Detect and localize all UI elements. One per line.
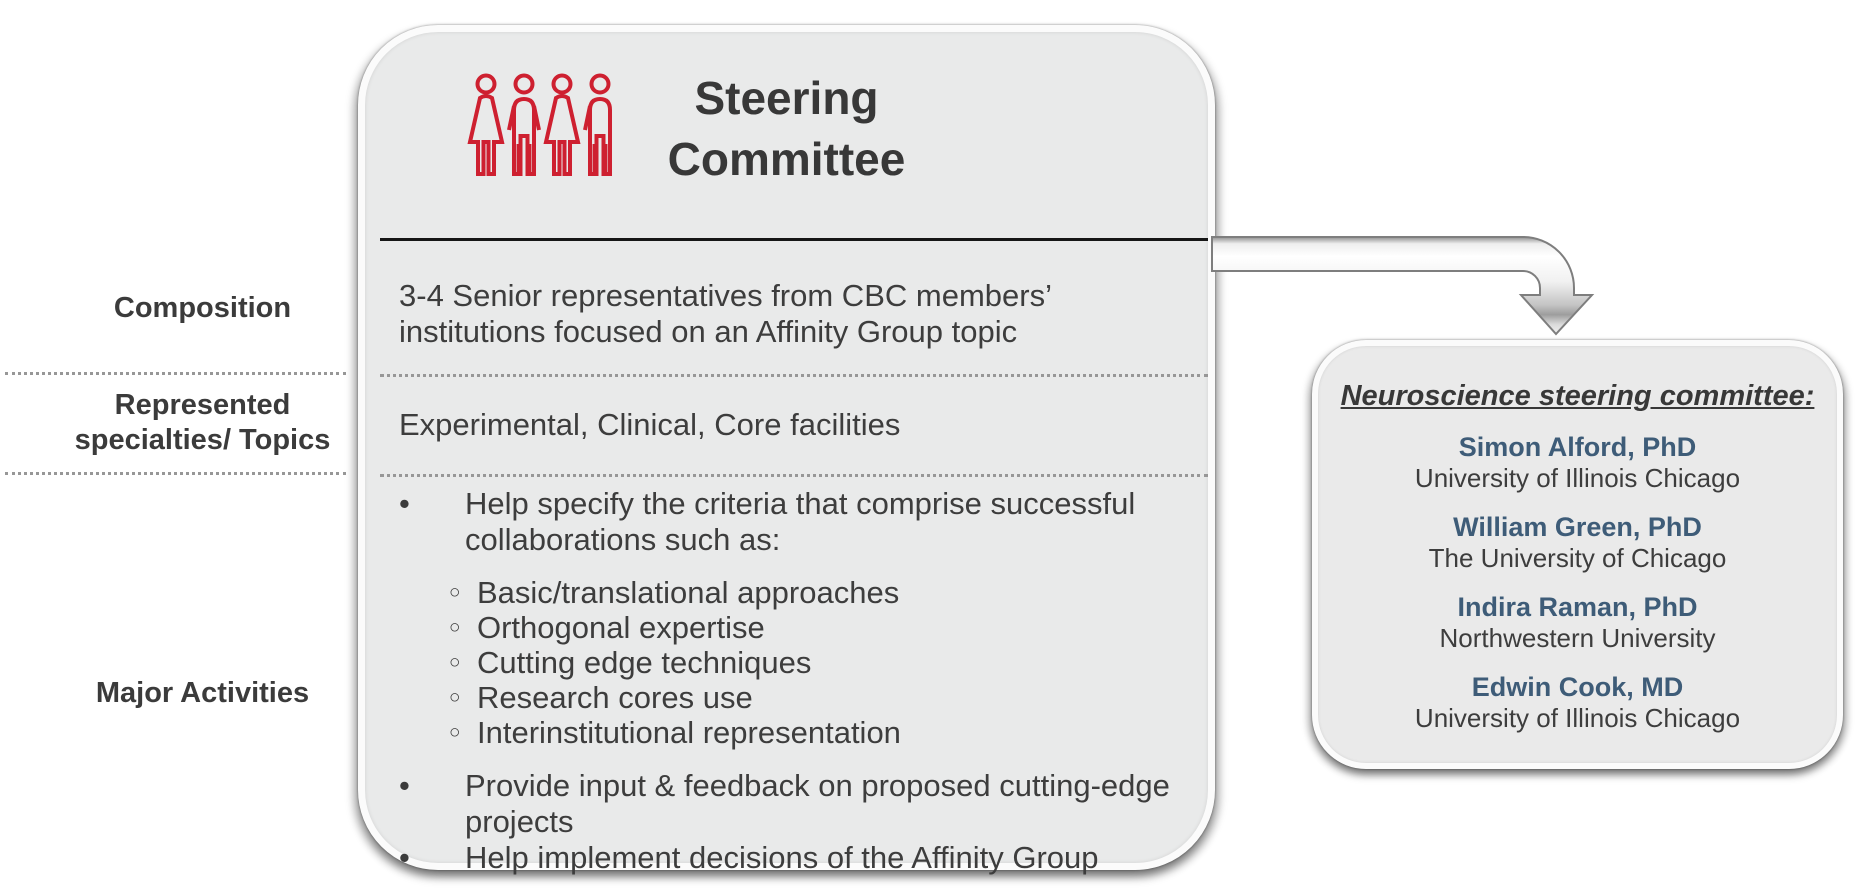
- activity-bullet-3: • Help implement decisions of the Affini…: [399, 840, 1182, 876]
- bullet-icon: •: [399, 840, 410, 875]
- activity-bullet-3-text: Help implement decisions of the Affinity…: [465, 840, 1099, 875]
- member-institution: University of Illinois Chicago: [1414, 703, 1741, 733]
- activity-bullet-1-text: Help specify the criteria that comprise …: [465, 486, 1136, 557]
- criteria-sub-item: ○ Research cores use: [399, 680, 1182, 715]
- committee-member: Edwin Cook, MD University of Illinois Ch…: [1318, 672, 1837, 733]
- member-institution: The University of Chicago: [1428, 543, 1727, 573]
- people-group-icon: [467, 73, 612, 176]
- dotted-divider-left-1: [5, 372, 346, 375]
- member-institution: University of Illinois Chicago: [1414, 463, 1741, 493]
- criteria-sub-item: ○ Basic/translational approaches: [399, 575, 1182, 610]
- criteria-sub-item: ○ Orthogonal expertise: [399, 610, 1182, 645]
- committee-member: Simon Alford, PhD University of Illinois…: [1318, 432, 1837, 493]
- activity-bullet-2-text: Provide input & feedback on proposed cut…: [465, 768, 1170, 839]
- criteria-sub-item-text: Basic/translational approaches: [477, 575, 900, 610]
- composition-text: 3-4 Senior representatives from CBC memb…: [399, 278, 1052, 349]
- row-label-represented-specialties: Represented specialties/ Topics: [74, 389, 331, 456]
- specialties-text: Experimental, Clinical, Core facilities: [399, 407, 901, 442]
- neuroscience-committee-card: Neuroscience steering committee: Simon A…: [1312, 340, 1843, 769]
- steering-committee-card: Steering Committee 3-4 Senior representa…: [358, 25, 1215, 875]
- criteria-sub-list: ○ Basic/translational approaches ○ Ortho…: [399, 575, 1182, 750]
- dotted-divider-left-2: [5, 472, 346, 475]
- member-name: Edwin Cook, MD: [1471, 672, 1684, 702]
- major-activities-list: • Help specify the criteria that compris…: [399, 486, 1182, 876]
- member-name: Indira Raman, PhD: [1457, 592, 1698, 622]
- row-label-major-activities: Major Activities: [95, 677, 310, 709]
- card-title: Steering Committee: [667, 72, 906, 185]
- dotted-divider-card-1: [380, 374, 1208, 377]
- bullet-icon: •: [399, 768, 410, 803]
- activity-bullet-2: • Provide input & feedback on proposed c…: [399, 768, 1182, 840]
- criteria-sub-item-text: Interinstitutional representation: [477, 715, 901, 750]
- member-name: Simon Alford, PhD: [1458, 432, 1697, 462]
- title-divider-line: [380, 238, 1208, 241]
- row-label-composition: Composition: [113, 292, 292, 324]
- criteria-sub-item: ○ Interinstitutional representation: [399, 715, 1182, 750]
- committee-member: Indira Raman, PhD Northwestern Universit…: [1318, 592, 1837, 653]
- circle-bullet-icon: ○: [449, 582, 461, 603]
- criteria-sub-item: ○ Cutting edge techniques: [399, 645, 1182, 680]
- member-name: William Green, PhD: [1453, 512, 1702, 542]
- member-institution: Northwestern University: [1439, 623, 1716, 653]
- criteria-sub-item-text: Cutting edge techniques: [477, 645, 812, 680]
- criteria-sub-item-text: Research cores use: [477, 680, 753, 715]
- connector-arrow-icon: [1211, 236, 1595, 336]
- bullet-icon: •: [399, 486, 410, 521]
- committee-member: William Green, PhD The University of Chi…: [1318, 512, 1837, 573]
- committee-members-list: Simon Alford, PhD University of Illinois…: [1318, 432, 1837, 733]
- circle-bullet-icon: ○: [449, 652, 461, 673]
- criteria-sub-item-text: Orthogonal expertise: [477, 610, 765, 645]
- circle-bullet-icon: ○: [449, 617, 461, 638]
- committee-card-title: Neuroscience steering committee:: [1340, 380, 1815, 412]
- circle-bullet-icon: ○: [449, 722, 461, 743]
- dotted-divider-card-2: [380, 474, 1208, 477]
- circle-bullet-icon: ○: [449, 687, 461, 708]
- activity-bullet-1: • Help specify the criteria that compris…: [399, 486, 1182, 558]
